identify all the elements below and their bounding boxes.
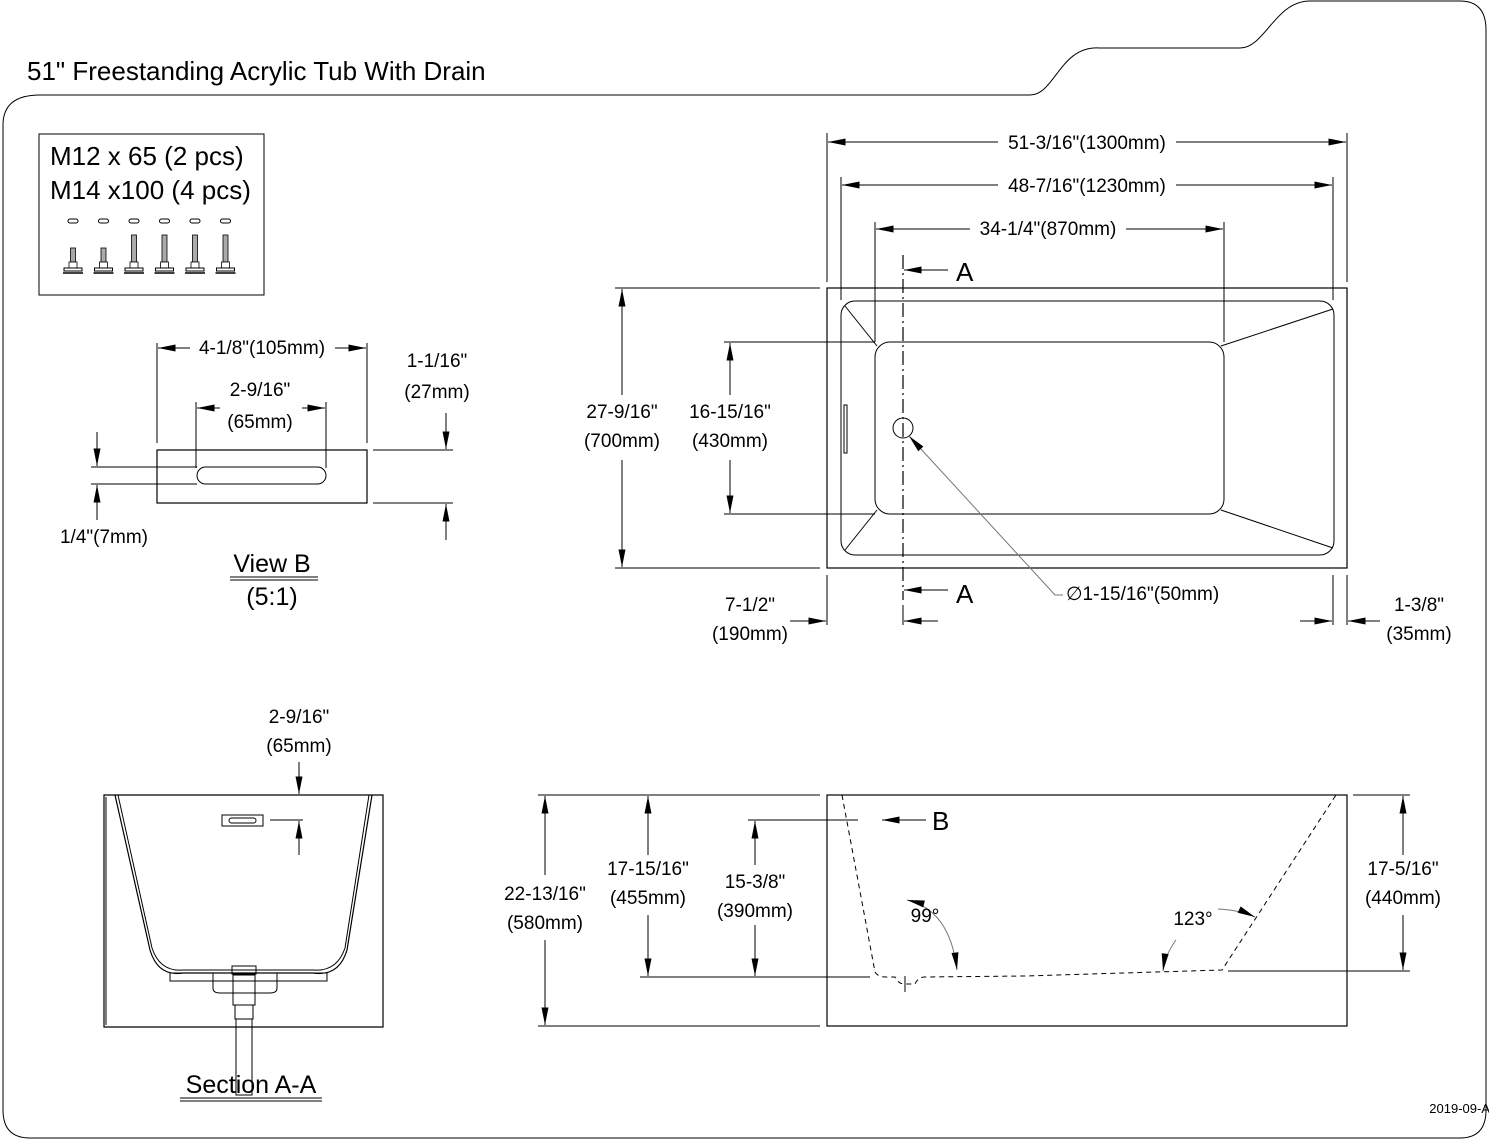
leveling-leg-icon (124, 218, 144, 274)
side-view: 22-13/16" (580mm) 17-15/16" (455mm) 15-3… (504, 794, 1441, 1027)
tub-outer-outline (826, 287, 1348, 569)
angle-left: 99° (911, 906, 940, 927)
leveling-leg-icon (63, 218, 83, 274)
hardware-line-2: M14 x100 (4 pcs) (50, 175, 251, 205)
revision-code: 2019-09-A (1429, 1101, 1489, 1116)
dim-overall-length: 51-3/16"(1300mm) (1008, 133, 1166, 154)
dim-overflow-height-mm: (390mm) (717, 901, 793, 922)
section-inner-wall (114, 794, 373, 975)
tub-bottom (874, 341, 1225, 515)
dim-overall-height-in: 22-13/16" (504, 884, 586, 905)
dim-bottom-length: 34-1/4"(870mm) (980, 219, 1117, 240)
side-inner-profile (841, 794, 1337, 985)
dim-width-mm: (700mm) (584, 431, 660, 452)
plan-view: 51-3/16"(1300mm) 48-7/16"(1230mm) 34-1/4… (584, 133, 1452, 645)
dim-slot-width-mm: (65mm) (227, 412, 292, 433)
view-b: 4-1/8"(105mm) 2-9/16" (65mm) 1-1/16" (27… (60, 338, 470, 611)
dim-right-depth-mm: (440mm) (1365, 888, 1441, 909)
drawing-title: 51" Freestanding Acrylic Tub With Drain (27, 56, 486, 86)
view-b-scale: (5:1) (246, 583, 297, 611)
dim-width-in: 27-9/16" (586, 402, 657, 423)
leveling-leg-icon (154, 218, 175, 274)
dim-drain-offset-mm: (190mm) (712, 624, 788, 645)
dim-overflow-in: 2-9/16" (269, 707, 330, 728)
dim-slot-height: 1/4"(7mm) (60, 527, 148, 548)
dim-rim-offset-in: 1-3/8" (1394, 595, 1444, 616)
view-marker-b: B (932, 806, 949, 836)
dim-right-depth-in: 17-5/16" (1367, 859, 1438, 880)
dim-depth-mm: (455mm) (610, 888, 686, 909)
dim-overflow-mm: (65mm) (266, 736, 331, 757)
leveling-leg-icon (93, 218, 114, 274)
overflow-slot (196, 466, 327, 485)
dim-rim-length: 48-7/16"(1230mm) (1008, 176, 1166, 197)
dim-bottom-width-mm: (430mm) (692, 431, 768, 452)
dim-plate-height-in: 1-1/16" (407, 351, 468, 372)
dim-drain-offset-in: 7-1/2" (725, 595, 775, 616)
angle-right: 123° (1173, 909, 1212, 930)
section-a-a-label: Section A-A (186, 1071, 317, 1099)
dim-bottom-width-in: 16-15/16" (689, 402, 771, 423)
section-marker-top: A (956, 257, 974, 287)
dim-overall-height-mm: (580mm) (507, 913, 583, 934)
dim-plate-height-mm: (27mm) (404, 382, 469, 403)
dim-overflow-height-in: 15-3/8" (725, 872, 786, 893)
hardware-line-1: M12 x 65 (2 pcs) (50, 141, 244, 171)
dim-plate-width: 4-1/8"(105mm) (199, 338, 325, 359)
section-a-a: 2-9/16" (65mm) Section A-A (103, 707, 384, 1102)
view-b-label: View B (233, 550, 310, 578)
tub-rim (840, 300, 1335, 556)
side-outline (826, 794, 1348, 1027)
section-marker-bottom: A (956, 579, 974, 609)
leveling-leg-icon (185, 218, 205, 274)
dim-depth-in: 17-15/16" (607, 859, 689, 880)
dim-rim-offset-mm: (35mm) (1386, 624, 1451, 645)
dim-drain-diameter: ∅1-15/16"(50mm) (1066, 584, 1219, 605)
hardware-box: M12 x 65 (2 pcs) M14 x100 (4 pcs) (38, 133, 265, 296)
section-outline (103, 794, 384, 1028)
section-overflow (221, 814, 264, 827)
leveling-leg-icon (215, 218, 236, 274)
overflow-slot-plan (843, 404, 848, 454)
overflow-plate (156, 449, 368, 504)
dim-slot-width-in: 2-9/16" (230, 380, 291, 401)
